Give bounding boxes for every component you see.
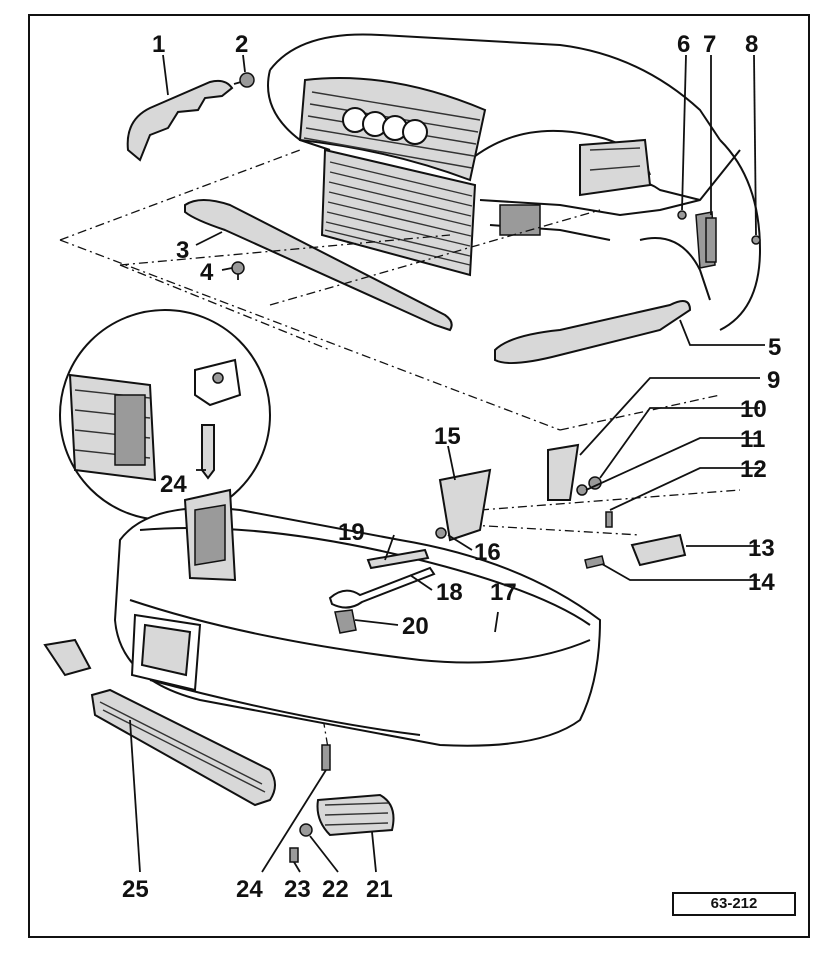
callout-22: 22 [322, 876, 349, 903]
callout-14: 14 [748, 569, 775, 596]
callout-19: 19 [338, 519, 365, 546]
bracket-part-13 [630, 533, 687, 567]
callout-7: 7 [703, 31, 716, 58]
fog-light-part-21 [316, 793, 395, 837]
tow-hook-part-18 [328, 566, 436, 609]
callout-13: 13 [748, 535, 775, 562]
callout-17: 17 [490, 579, 517, 606]
headlight [579, 138, 652, 197]
detail-inset [59, 309, 271, 521]
screw-part-14 [584, 555, 605, 569]
callout-12: 12 [740, 456, 767, 483]
bracket-part-7 [705, 217, 717, 263]
trim-strip-part-1 [126, 79, 234, 162]
callout-6: 6 [677, 31, 690, 58]
diagram-reference-number: 63-212 [672, 892, 796, 916]
bracket-part-15 [438, 468, 492, 542]
nut-part-11 [576, 484, 588, 496]
bolt-part-2 [233, 72, 255, 88]
screw-part-23 [289, 847, 299, 863]
mount-bracket-part-9 [547, 443, 580, 501]
nut-part-16 [435, 527, 447, 539]
callout-23: 23 [284, 876, 311, 903]
screw-part-24 [321, 744, 331, 771]
callout-24-inset: 24 [160, 471, 187, 498]
callout-16: 16 [474, 539, 501, 566]
callout-2: 2 [235, 31, 248, 58]
callout-4: 4 [200, 259, 214, 286]
clip-part-6 [677, 210, 687, 220]
callout-labels: 1 2 3 4 5 6 7 8 9 10 11 12 13 14 15 16 1… [122, 31, 781, 903]
clip-part-20 [334, 609, 357, 634]
callout-25: 25 [122, 876, 149, 903]
trim-strip-part-5 [494, 300, 692, 364]
callout-5: 5 [768, 334, 781, 361]
callout-11: 11 [740, 426, 765, 453]
callout-15: 15 [434, 423, 461, 450]
leader-lines [129, 54, 765, 873]
bumper-cover-part-17 [113, 488, 602, 747]
callout-8: 8 [745, 31, 758, 58]
left-vent-piece [43, 638, 92, 677]
spring-part-19 [366, 548, 430, 570]
callout-18: 18 [436, 579, 463, 606]
callout-20: 20 [402, 613, 429, 640]
callout-24-bumper: 24 [236, 876, 263, 903]
callout-3: 3 [176, 237, 189, 264]
bolt-part-12 [605, 511, 613, 528]
callout-10: 10 [740, 396, 767, 423]
radiator-grille [298, 77, 487, 182]
diagram-frame [28, 14, 810, 938]
callout-21: 21 [366, 876, 393, 903]
license-plate-inner [140, 623, 192, 677]
screw-part-4 [231, 261, 245, 280]
callout-1: 1 [152, 31, 165, 58]
callout-9: 9 [767, 367, 780, 394]
nut-part-8 [751, 235, 761, 245]
bumper-reinforcement-part-3 [184, 199, 453, 332]
nut-part-22 [299, 823, 313, 837]
